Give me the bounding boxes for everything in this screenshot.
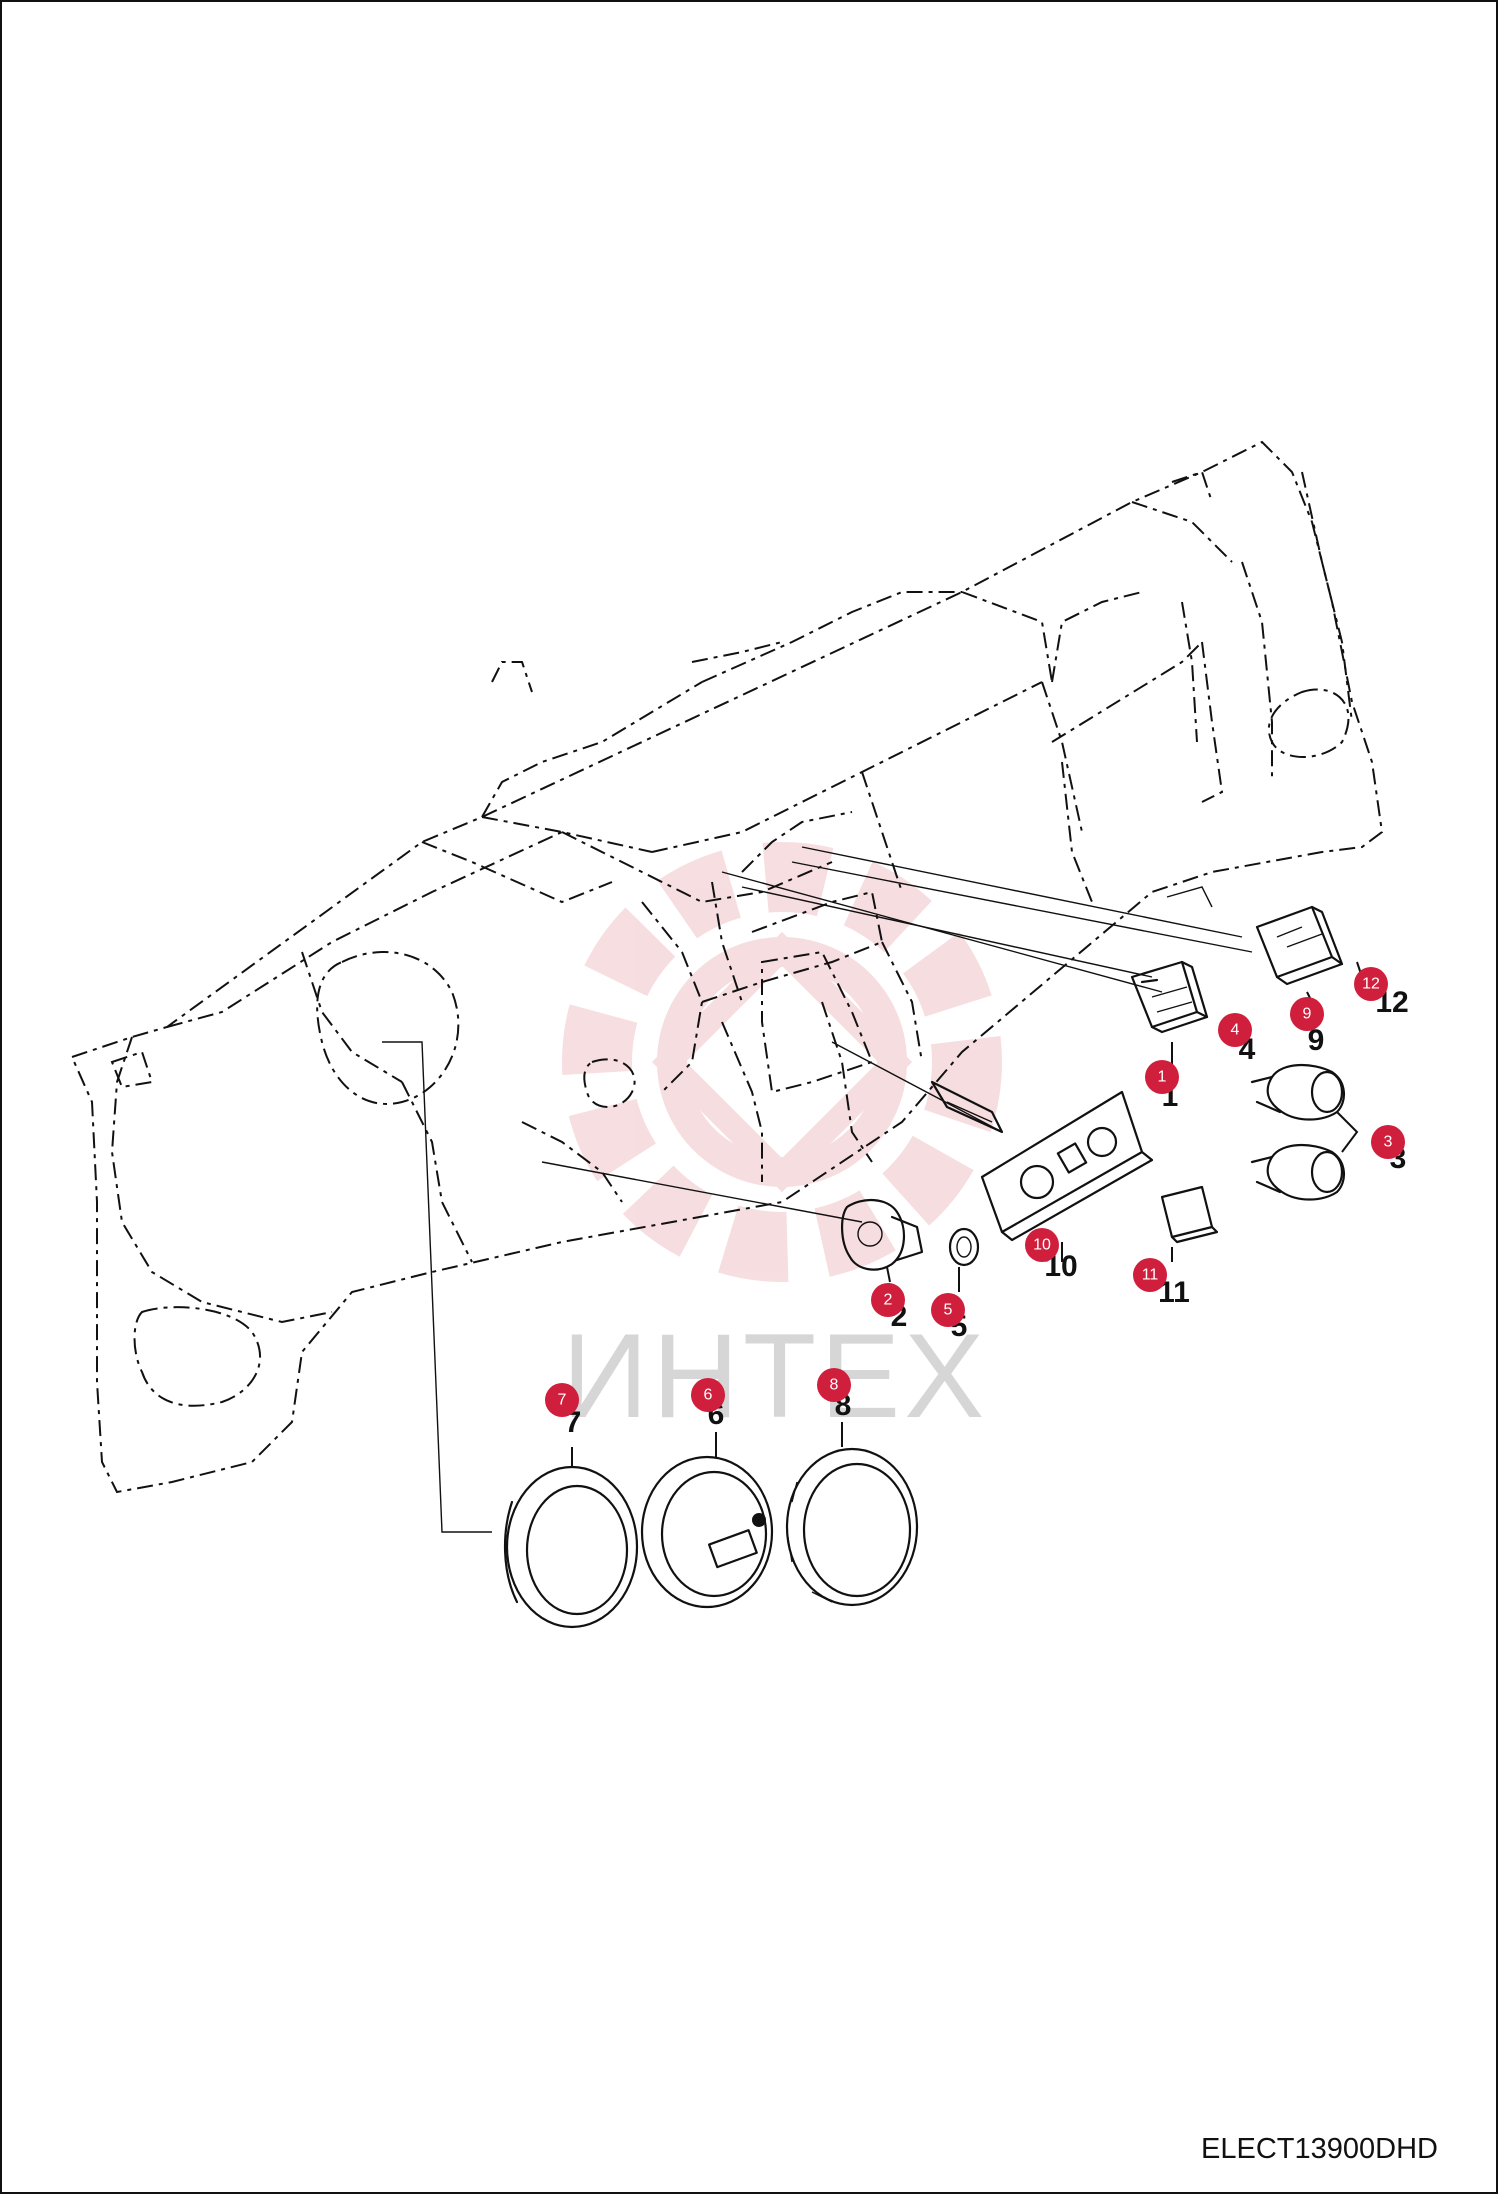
key-switch-2 [841,1199,924,1271]
callout-10[interactable]: 10 [1025,1228,1059,1262]
svg-text:5: 5 [944,1302,953,1319]
svg-text:9: 9 [1303,1006,1312,1023]
svg-text:3: 3 [1384,1134,1393,1151]
svg-text:6: 6 [704,1387,713,1404]
callout-2[interactable]: 2 [871,1283,905,1317]
callout-3[interactable]: 3 [1371,1125,1405,1159]
callout-9[interactable]: 9 [1290,997,1324,1031]
callout-11[interactable]: 11 [1133,1258,1167,1292]
svg-text:10: 10 [1033,1237,1051,1254]
watermark-gear-logo [562,842,1002,1282]
part-number-9: 9 [1308,1024,1325,1057]
callout-7[interactable]: 7 [545,1383,579,1417]
retaining-ring-8 [785,1447,919,1607]
nut-5 [948,1227,980,1267]
switch-panel-10 [930,1080,1154,1242]
bezel-ring-7 [503,1465,639,1629]
callout-6[interactable]: 6 [691,1378,725,1412]
svg-text:8: 8 [830,1377,839,1394]
svg-text:4: 4 [1231,1022,1240,1039]
callout-8[interactable]: 8 [817,1368,851,1402]
switch-11 [1160,1185,1219,1244]
svg-text:7: 7 [558,1392,567,1409]
callout-4[interactable]: 4 [1218,1013,1252,1047]
svg-text:11: 11 [1142,1267,1159,1284]
callout-5[interactable]: 5 [931,1293,965,1327]
callout-1[interactable]: 1 [1145,1060,1179,1094]
svg-text:1: 1 [1158,1069,1167,1086]
svg-text:2: 2 [884,1292,893,1309]
callout-12[interactable]: 12 [1354,967,1388,1001]
rocker-switch-pair-1-4 [1130,960,1209,1034]
callout-markers: 1 2 3 4 5 6 7 8 9 10 11 12 [545,967,1405,1417]
gauge-6 [640,1455,774,1609]
power-outlet-3 [1250,1063,1345,1201]
watermark-text: ИНТЕХ [562,1309,988,1443]
rocker-switch-pair-9-12 [1255,905,1344,986]
drawing-code: ELECT13900DHD [1201,2133,1438,2165]
dashboard-body [70,440,1384,1494]
assembly-leader-lines [382,846,1253,1533]
svg-text:12: 12 [1362,976,1380,993]
